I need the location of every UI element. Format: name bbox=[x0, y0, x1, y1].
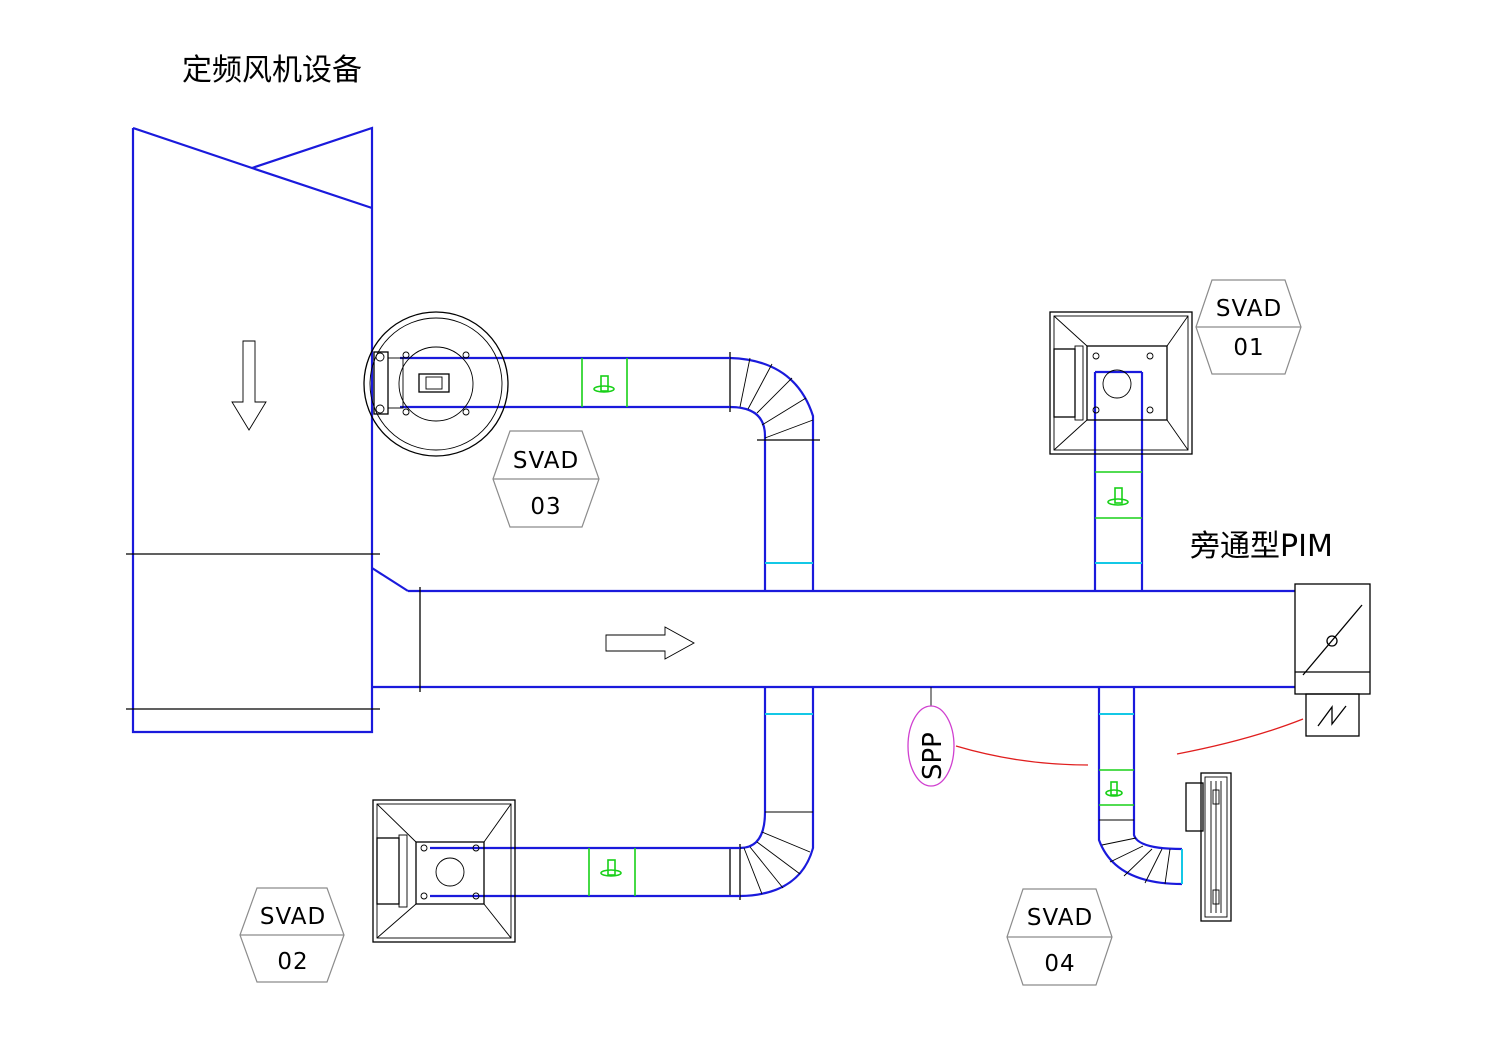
arrow-right-icon bbox=[605, 626, 695, 660]
svad-tag-01-num: 01 bbox=[1233, 335, 1264, 361]
damper-icon bbox=[1105, 781, 1123, 797]
branch-03-duct bbox=[400, 352, 820, 591]
equipment-title: 定频风机设备 bbox=[182, 53, 362, 88]
branch-01-duct bbox=[1093, 370, 1144, 591]
square-diffuser-01 bbox=[1049, 311, 1193, 455]
spp-label: SPP bbox=[918, 732, 948, 780]
fan-unit bbox=[126, 126, 409, 734]
round-diffuser-03 bbox=[363, 311, 509, 457]
svad-tag-04-num: 04 bbox=[1044, 951, 1075, 977]
spp-sensor: SPP bbox=[907, 687, 955, 787]
svad-tag-03-num: 03 bbox=[530, 494, 561, 520]
control-wire bbox=[955, 745, 1089, 766]
bypass-pim-damper bbox=[1294, 583, 1371, 737]
damper-icon bbox=[1107, 487, 1129, 506]
damper-icon bbox=[600, 859, 622, 877]
svad-tag-02-type: SVAD bbox=[260, 904, 326, 930]
svad-tag-03: SVAD 03 bbox=[492, 430, 600, 528]
damper-icon bbox=[593, 375, 615, 393]
branch-04-duct bbox=[1097, 687, 1183, 886]
pim-label: 旁通型PIM bbox=[1190, 529, 1333, 564]
svad-tag-02-num: 02 bbox=[277, 949, 308, 975]
slot-diffuser-04 bbox=[1185, 772, 1232, 922]
svad-tag-03-type: SVAD bbox=[513, 448, 579, 474]
svad-tag-02: SVAD 02 bbox=[239, 887, 345, 983]
arrow-down-icon bbox=[231, 340, 267, 431]
svad-tag-01-type: SVAD bbox=[1216, 296, 1282, 322]
control-wire-2 bbox=[1176, 718, 1304, 755]
svad-tag-04-type: SVAD bbox=[1027, 905, 1093, 931]
branch-02-duct bbox=[430, 687, 815, 900]
svad-tag-01: SVAD 01 bbox=[1195, 279, 1302, 375]
svad-tag-04: SVAD 04 bbox=[1006, 888, 1113, 986]
square-diffuser-02 bbox=[372, 799, 516, 943]
main-duct bbox=[372, 587, 1295, 692]
